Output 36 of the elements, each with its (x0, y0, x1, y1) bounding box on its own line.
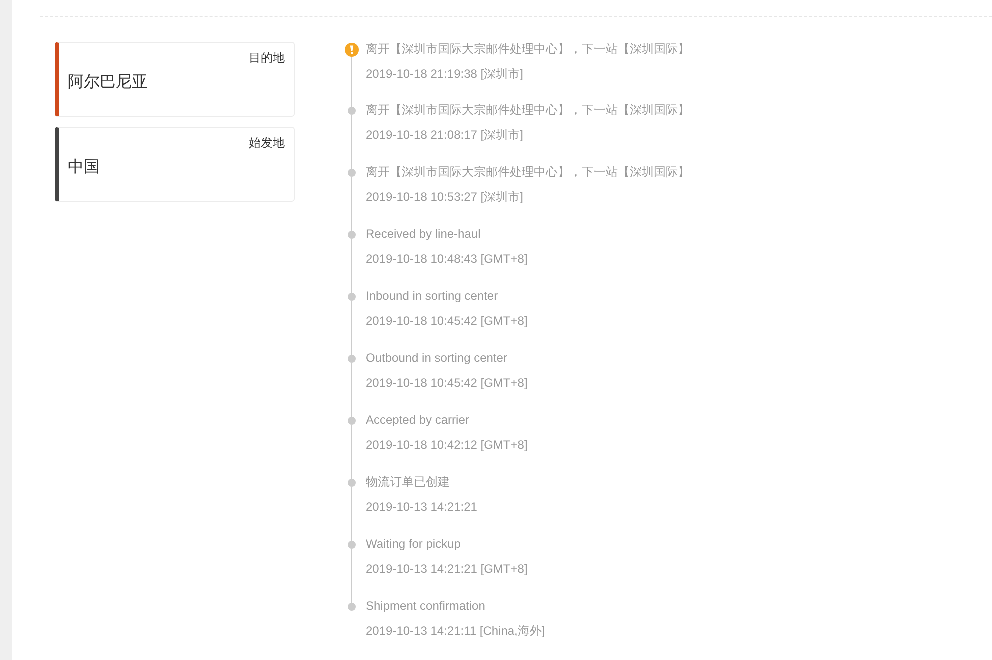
event-time: 2019-10-18 10:45:42 [GMT+8] (366, 375, 528, 391)
event-description: Inbound in sorting center (366, 288, 498, 304)
event-time: 2019-10-13 14:21:21 [GMT+8] (366, 561, 528, 577)
event-description: Outbound in sorting center (366, 350, 508, 366)
event-time: 2019-10-13 14:21:21 (366, 499, 478, 515)
card-tag: 始发地 (249, 135, 285, 151)
location-card (55, 127, 295, 202)
event-description: 离开【深圳市国际大宗邮件处理中心】，下一站【深圳国际】 (366, 41, 690, 57)
timeline-dot (348, 107, 356, 115)
location-card (55, 42, 295, 117)
event-description: 离开【深圳市国际大宗邮件处理中心】，下一站【深圳国际】 (366, 164, 690, 180)
event-time: 2019-10-18 10:48:43 [GMT+8] (366, 251, 528, 267)
event-time: 2019-10-18 21:19:38 [深圳市] (366, 66, 524, 82)
event-time: 2019-10-18 21:08:17 [深圳市] (366, 127, 524, 143)
event-description: Waiting for pickup (366, 536, 461, 552)
event-description: 物流订单已创建 (366, 474, 450, 490)
timeline-dot (348, 603, 356, 611)
event-description: Shipment confirmation (366, 598, 486, 614)
timeline-dot (348, 231, 356, 239)
exclamation-icon (345, 43, 359, 57)
event-description: Received by line-haul (366, 226, 481, 242)
timeline-dot (348, 479, 356, 487)
event-time: 2019-10-18 10:53:27 [深圳市] (366, 189, 524, 205)
timeline-dot (348, 355, 356, 363)
event-time: 2019-10-18 10:42:12 [GMT+8] (366, 437, 528, 453)
event-description: 离开【深圳市国际大宗邮件处理中心】，下一站【深圳国际】 (366, 102, 690, 118)
event-time: 2019-10-13 14:21:11 [China,海外] (366, 623, 546, 639)
timeline-dot (348, 541, 356, 549)
timeline-dot (348, 417, 356, 425)
place-name: 阿尔巴尼亚 (68, 73, 148, 93)
event-description: Accepted by carrier (366, 412, 470, 428)
timeline-dot (348, 169, 356, 177)
timeline-dot (348, 293, 356, 301)
card-tag: 目的地 (249, 50, 285, 66)
event-time: 2019-10-18 10:45:42 [GMT+8] (366, 313, 528, 329)
place-name: 中国 (68, 158, 100, 178)
